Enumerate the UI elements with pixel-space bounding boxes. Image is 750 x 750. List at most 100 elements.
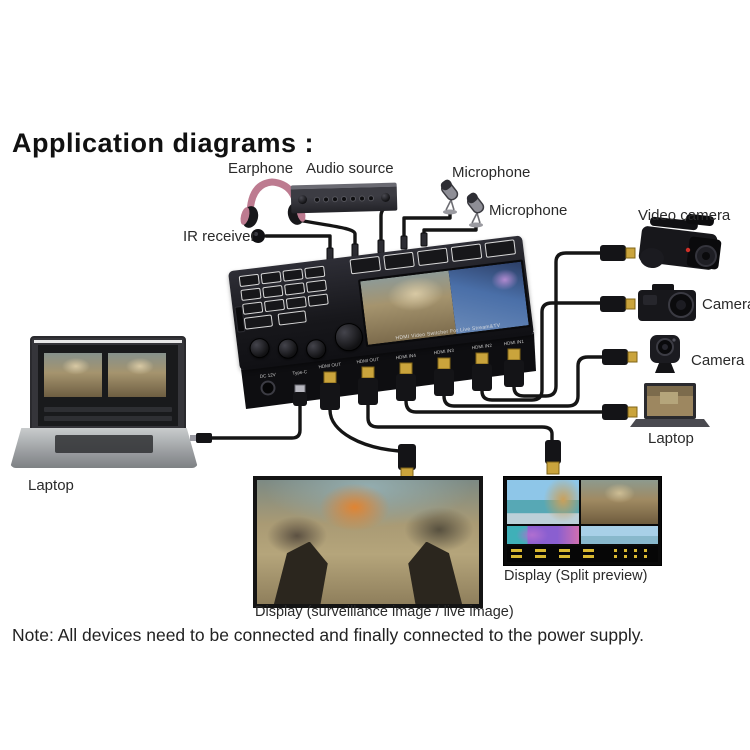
switcher-button — [305, 279, 328, 293]
switcher-button — [262, 284, 284, 299]
display-split-label: Display (Split preview) — [504, 568, 648, 584]
switcher-screen: HDMI Video Switcher For Live Stream&TV — [357, 259, 532, 348]
laptop-left-icon — [30, 336, 186, 432]
port-label-in1: HDMI IN1 — [504, 339, 525, 346]
cable-out2 — [366, 403, 554, 444]
port-label-in4: HDMI IN4 — [396, 353, 417, 360]
switcher-button — [240, 287, 262, 301]
video-camera-label: Video camera — [638, 207, 731, 224]
usb-plug-tip — [190, 435, 196, 441]
audio-knob — [297, 194, 308, 205]
switcher-button — [450, 243, 483, 262]
laptop-right-icon — [630, 383, 710, 427]
port-labels: DC 12V Type-C HDMI OUT HDMI OUT HDMI IN4… — [260, 339, 525, 379]
split-pane-3 — [507, 526, 579, 544]
switcher-knob — [248, 336, 271, 360]
switcher-button — [349, 255, 382, 275]
type-c-plug-icon — [293, 384, 307, 406]
switcher-button — [260, 271, 282, 285]
microphone-icon — [466, 192, 485, 228]
audio-dot — [314, 197, 320, 202]
cable-in2 — [480, 301, 602, 402]
cable-in1 — [512, 251, 602, 398]
note-text: Note: All devices need to be connected a… — [12, 625, 645, 645]
camera-dslr-label: Camera — [702, 296, 750, 313]
laptop-left-label: Laptop — [28, 477, 74, 494]
laptop-screen-titlebar — [34, 340, 182, 343]
display-split-icon — [503, 476, 662, 566]
switcher-button — [242, 301, 264, 315]
video-preview-thumb — [108, 353, 166, 397]
ir-receiver-icon — [251, 229, 265, 243]
hdmi-plug-icon — [600, 245, 638, 420]
port-label-in2: HDMI IN2 — [472, 343, 493, 350]
cable-typec — [210, 402, 302, 440]
switcher-button — [484, 239, 517, 258]
camera-dslr-icon — [638, 284, 696, 321]
cable-earphone — [296, 218, 357, 248]
video-preview-thumb — [44, 353, 102, 397]
laptop-screen — [38, 345, 178, 426]
video-camera-icon — [638, 213, 722, 270]
microphone-icon — [440, 179, 459, 215]
status-text-row — [511, 555, 595, 558]
display-main-label: Display (surveillance image / live image… — [255, 604, 514, 620]
cable-mic1 — [402, 212, 452, 240]
status-indicator-dots — [614, 549, 652, 552]
audio-dot — [341, 196, 347, 202]
hdmi-plugs-right — [600, 245, 638, 420]
split-pane-2 — [581, 480, 658, 524]
audio-knob — [380, 192, 391, 203]
audio-dot — [323, 197, 329, 202]
usb-plug-icon — [196, 433, 212, 443]
camera-webcam-icon — [650, 335, 680, 373]
laptop-right-label: Laptop — [648, 430, 694, 447]
status-text-row — [511, 549, 603, 552]
switcher-button — [263, 298, 286, 313]
microphone-label-2: Microphone — [489, 202, 568, 219]
switcher-tbar-knob — [333, 321, 365, 353]
switcher-button — [238, 273, 260, 288]
cable-mic2 — [422, 224, 478, 237]
hdmi-plugs-displays — [190, 433, 561, 479]
hdmi-plug-tip — [546, 461, 560, 475]
switcher-button — [284, 282, 306, 296]
switcher-button — [243, 314, 274, 330]
hdmi-plugs-bottom — [293, 348, 524, 410]
timeline-strip — [44, 416, 172, 421]
dc-jack — [260, 380, 276, 396]
audio-dot — [368, 196, 374, 201]
switcher-button — [304, 265, 326, 280]
display-main-icon — [253, 476, 483, 608]
laptop-keyboard — [55, 435, 153, 454]
cable-ir — [264, 234, 332, 252]
switcher-knob — [276, 337, 300, 360]
port-label-out1: HDMI OUT — [318, 362, 341, 370]
switcher-knob — [305, 338, 328, 361]
switcher-button — [307, 293, 329, 307]
port-label-out2: HDMI OUT — [356, 357, 379, 365]
microphone-label-1: Microphone — [452, 164, 531, 181]
earphone-label: Earphone — [228, 160, 294, 177]
cable-out1 — [328, 408, 401, 453]
ir-receiver-label: IR receiver — [183, 228, 256, 245]
switcher-button — [383, 251, 415, 271]
hdmi-plug-icon — [545, 440, 561, 464]
hdmi-plug-icon — [320, 348, 524, 410]
split-pane-1 — [507, 480, 579, 524]
audio-dot — [350, 196, 356, 201]
port-label-typec: Type-C — [292, 369, 308, 376]
port-label-in3: HDMI IN3 — [434, 348, 455, 355]
switcher-button — [277, 310, 307, 326]
cable-in3 — [442, 355, 604, 408]
port-label-dc: DC 12V — [260, 372, 278, 379]
camera-webcam-label: Camera — [691, 352, 745, 369]
status-indicator-dots — [614, 555, 652, 558]
audio-dot — [359, 196, 365, 201]
split-pane-4 — [581, 526, 658, 544]
timeline-strip — [44, 407, 172, 412]
page-title: Application diagrams : — [12, 128, 315, 158]
cable-in4 — [404, 399, 604, 414]
